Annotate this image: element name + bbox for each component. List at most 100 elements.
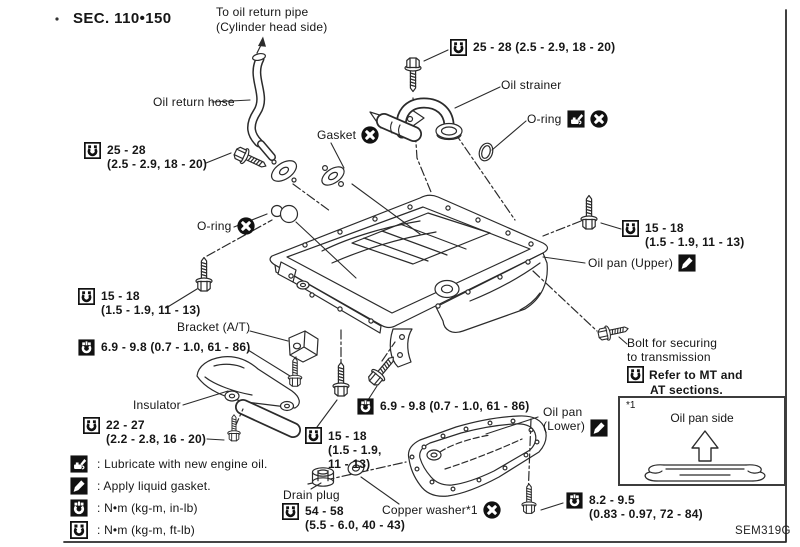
oil-can-icon — [566, 110, 585, 128]
callout-line: to transmission — [627, 350, 711, 364]
torque-spec-pan-right: 15 - 18 (1.5 - 1.9, 11 - 13) — [622, 220, 744, 249]
leader-lines — [165, 49, 628, 511]
torque-unit-icon — [566, 492, 583, 509]
torque-spec-return-pipe-left: 25 - 28 (2.5 - 2.9, 18 - 20) — [84, 142, 207, 171]
torque-inlb-icon — [70, 499, 88, 517]
callout-line: AT sections. — [650, 383, 723, 397]
callout-line: (Cylinder head side) — [216, 20, 328, 34]
torque-spec-drain-plug: 54 - 58 (5.5 - 6.0, 40 - 43) — [282, 503, 405, 532]
replace-icon — [483, 501, 501, 519]
torque-alt: (0.83 - 0.97, 72 - 84) — [589, 506, 703, 521]
callout-to-oil-return-pipe: To oil return pipe (Cylinder head side) — [216, 5, 327, 35]
liquid-gasket-icon — [70, 477, 88, 495]
oil-pan-upper-drawing — [269, 194, 549, 334]
torque-unit-icon — [84, 142, 101, 159]
torque-value: 54 - 58 — [305, 504, 344, 518]
torque-alt: (1.5 - 1.9, 11 - 13) — [101, 302, 201, 317]
diagram-code: SEM319G — [735, 525, 791, 537]
liquid-gasket-icon — [590, 419, 608, 437]
inset-note-box: *1 Oil pan side — [618, 396, 786, 486]
torque-spec-pan-bottom: 15 - 18 (1.5 - 1.9, 11 - 13) — [305, 427, 382, 471]
torque-alt: (2.2 - 2.8, 16 - 20) — [106, 431, 207, 446]
bolt-drawing — [521, 483, 537, 514]
liquid-gasket-icon — [678, 254, 696, 272]
gasket-drawing — [321, 165, 345, 188]
callout-line: Gasket — [317, 128, 357, 142]
replace-icon — [361, 126, 379, 144]
torque-spec-lower-pan: 8.2 - 9.5 (0.83 - 0.97, 72 - 84) — [566, 492, 703, 521]
torque-unit-icon — [78, 288, 95, 305]
oil-strainer-drawing — [369, 97, 463, 142]
callout-copper-washer: Copper washer*1 — [382, 501, 501, 519]
legend-row: : N•m (kg-m, in-lb) — [70, 499, 268, 517]
torque-value: 15 - 18 — [328, 429, 367, 443]
inset-ref: *1 — [626, 400, 636, 411]
bolt-drawing — [404, 57, 422, 93]
note-bolt-securing: Bolt for securing to transmission Refer … — [627, 336, 743, 397]
torque-value: 8.2 - 9.5 — [589, 493, 635, 507]
torque-alt: (1.5 - 1.9, 11 - 13) — [645, 234, 745, 249]
o-ring-strainer-drawing — [478, 142, 494, 162]
oil-pan-lower-drawing — [407, 415, 547, 497]
torque-alt: (2.5 - 2.9, 18 - 20) — [107, 156, 208, 171]
torque-spec-center-bolts: 6.9 - 9.8 (0.7 - 1.0, 61 - 86) — [357, 398, 529, 415]
torque-value: 25 - 28 (2.5 - 2.9, 18 - 20) — [473, 40, 616, 54]
torque-alt: 11 - 13) — [328, 457, 371, 471]
callout-line: (Lower) — [543, 419, 586, 433]
torque-ftlb-icon — [627, 366, 644, 383]
torque-value: 25 - 28 — [107, 143, 146, 157]
copper-washer-drawing — [347, 460, 365, 476]
section-title: SEC. 110•150 — [73, 10, 172, 27]
callout-line: Copper washer*1 — [382, 503, 478, 517]
legend-row: : N•m (kg-m, ft-lb) — [70, 521, 268, 539]
bolt-drawing — [195, 256, 213, 292]
torque-ftlb-icon — [70, 521, 88, 539]
torque-value: 15 - 18 — [101, 289, 140, 303]
bolt-drawing — [580, 194, 598, 230]
inset-caption: Oil pan side — [670, 411, 734, 425]
bracket-at-drawing — [288, 330, 319, 363]
torque-unit-icon — [78, 339, 95, 356]
callout-oil-return-hose: Oil return hose — [153, 95, 235, 109]
callout-line: Refer to MT and — [649, 368, 743, 382]
legend-text: : Lubricate with new engine oil. — [97, 457, 268, 471]
o-ring-pan-drawing — [270, 204, 299, 224]
torque-alt: (1.5 - 1.9, — [328, 443, 382, 457]
torque-value: 6.9 - 9.8 (0.7 - 1.0, 61 - 86) — [380, 399, 530, 413]
insulator-drawing — [196, 356, 301, 438]
bolt-drawing — [287, 357, 303, 387]
callout-line: O-ring — [527, 112, 562, 126]
legend-text: : Apply liquid gasket. — [97, 479, 211, 493]
replace-icon — [589, 110, 608, 128]
callout-oil-strainer: Oil strainer — [501, 78, 562, 92]
legend-text: : N•m (kg-m, ft-lb) — [97, 523, 195, 537]
torque-spec-bracket: 6.9 - 9.8 (0.7 - 1.0, 61 - 86) — [78, 339, 250, 356]
torque-unit-icon — [622, 220, 639, 237]
torque-value: 15 - 18 — [645, 221, 684, 235]
callout-line: Oil pan — [543, 405, 583, 419]
callout-insulator: Insulator — [133, 398, 181, 412]
callout-bracket-at: Bracket (A/T) — [177, 320, 251, 334]
bracket-plate-drawing — [389, 328, 413, 368]
callout-oil-pan-upper: Oil pan (Upper) — [588, 254, 696, 272]
title-dot — [55, 17, 59, 21]
torque-unit-icon — [450, 39, 467, 56]
callout-o-ring-strainer: O-ring — [527, 110, 608, 128]
torque-unit-icon — [305, 427, 322, 444]
callout-oil-pan-lower: Oil pan (Lower) — [543, 405, 608, 437]
torque-value: 6.9 - 9.8 (0.7 - 1.0, 61 - 86) — [101, 340, 251, 354]
torque-unit-icon — [83, 417, 100, 434]
oil-return-hose-drawing — [247, 36, 298, 183]
legend-row: : Apply liquid gasket. — [70, 477, 268, 495]
callout-o-ring-pan: O-ring — [197, 217, 255, 235]
callout-line: Oil pan (Upper) — [588, 256, 674, 270]
callout-line: To oil return pipe — [216, 5, 309, 19]
torque-spec-insulator: 22 - 27 (2.2 - 2.8, 16 - 20) — [83, 417, 206, 446]
legend: : Lubricate with new engine oil. : Apply… — [70, 455, 268, 543]
inset-gasket-profile — [644, 430, 766, 482]
drain-plug-drawing — [311, 467, 335, 487]
oil-can-icon — [70, 455, 88, 473]
torque-value: 22 - 27 — [106, 418, 145, 432]
page-border — [63, 9, 787, 543]
